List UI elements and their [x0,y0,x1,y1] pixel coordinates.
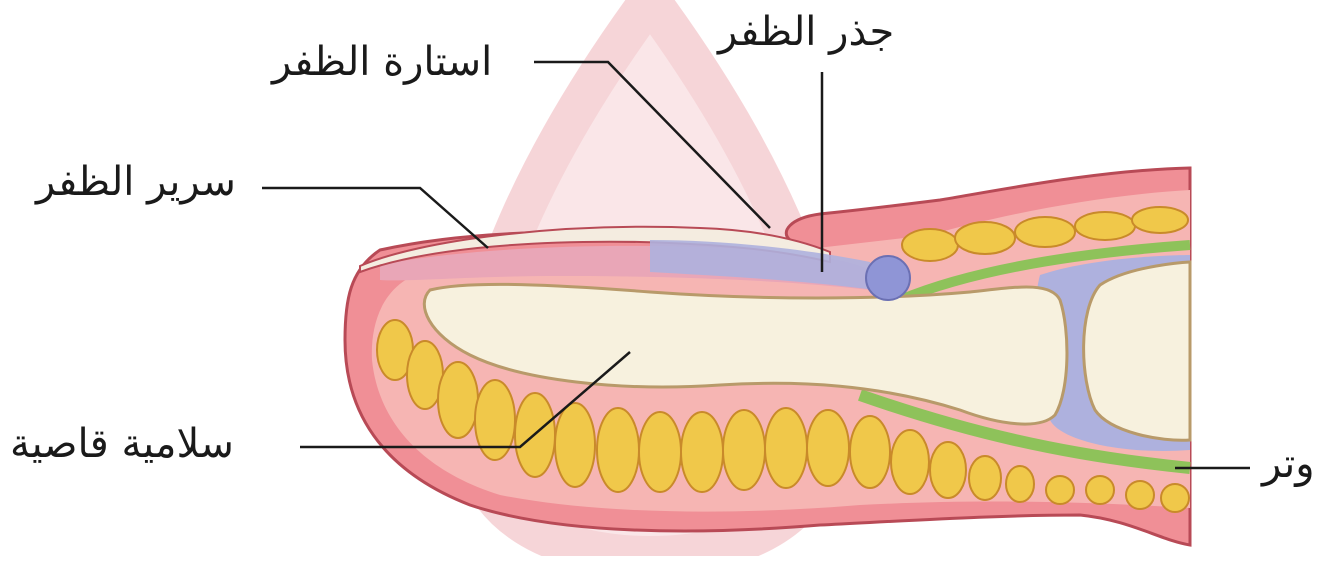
nail-matrix [866,256,910,300]
label-nail-bed: سرير الظفر [36,162,236,202]
label-nail-root: جذر الظفر [718,12,894,52]
middle-phalanx-bone [1084,262,1190,440]
label-tendon: وتر [1262,444,1315,484]
label-nail-fold: استارة الظفر [272,42,492,82]
label-distal-phalanx: سلامية قاصية [10,424,234,464]
